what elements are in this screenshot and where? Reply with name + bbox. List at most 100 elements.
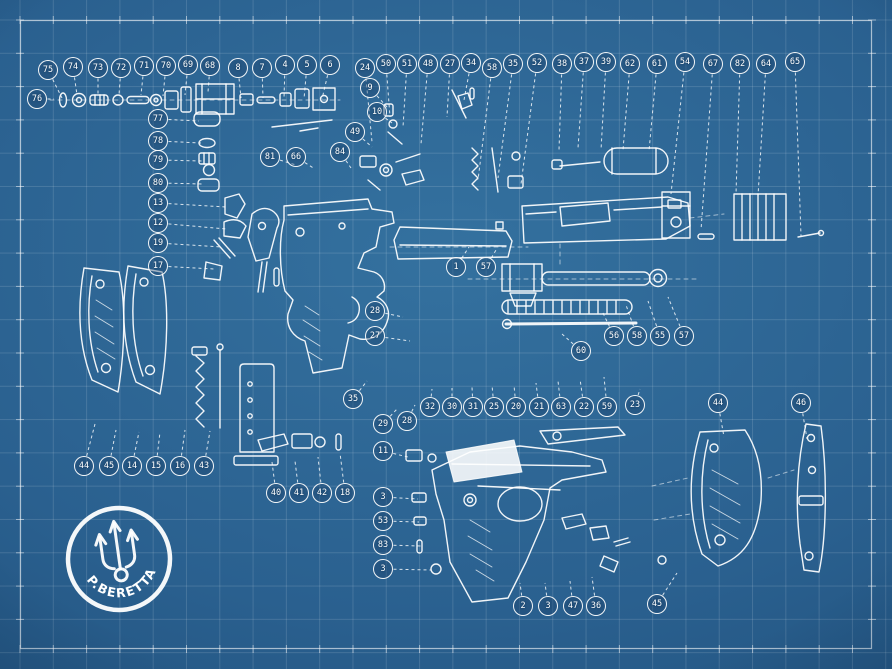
callout-30: 30 xyxy=(442,397,462,417)
callout-48: 48 xyxy=(418,54,438,74)
callout-39: 39 xyxy=(596,52,616,72)
firing-pin-group xyxy=(551,147,669,175)
callout-45: 45 xyxy=(99,456,119,476)
callout-35: 35 xyxy=(503,54,523,74)
callout-62: 62 xyxy=(620,54,640,74)
callout-72: 72 xyxy=(111,58,131,78)
callout-5: 5 xyxy=(297,55,317,75)
callout-28: 28 xyxy=(397,411,417,431)
callout-18: 18 xyxy=(335,483,355,503)
callout-59: 59 xyxy=(597,397,617,417)
callout-13: 13 xyxy=(148,193,168,213)
callout-71: 71 xyxy=(134,56,154,76)
callout-1: 1 xyxy=(446,257,466,277)
callout-52: 52 xyxy=(527,53,547,73)
callout-83: 83 xyxy=(373,535,393,555)
callout-16: 16 xyxy=(170,456,190,476)
logo-ring xyxy=(65,505,173,613)
callout-68: 68 xyxy=(200,56,220,76)
callout-35: 35 xyxy=(343,389,363,409)
slide-center xyxy=(389,221,529,260)
left-column-parts xyxy=(193,111,247,281)
callout-73: 73 xyxy=(88,58,108,78)
callout-49: 49 xyxy=(345,122,365,142)
callout-66: 66 xyxy=(286,147,306,167)
callout-37: 37 xyxy=(574,52,594,72)
callout-64: 64 xyxy=(756,54,776,74)
extractor-group xyxy=(451,87,524,193)
callout-34: 34 xyxy=(461,53,481,73)
callout-77: 77 xyxy=(148,109,168,129)
callout-44: 44 xyxy=(708,393,728,413)
hammer-group xyxy=(247,207,280,293)
callout-63: 63 xyxy=(551,397,571,417)
callout-50: 50 xyxy=(376,54,396,74)
callout-84: 84 xyxy=(330,142,350,162)
callout-4: 4 xyxy=(275,55,295,75)
callout-19: 19 xyxy=(148,233,168,253)
lower-frame-group xyxy=(431,426,667,603)
takedown-parts-row xyxy=(49,83,341,132)
callout-14: 14 xyxy=(122,456,142,476)
barrel-group xyxy=(467,263,701,307)
callout-3: 3 xyxy=(373,487,393,507)
recoil-spring-group xyxy=(501,299,638,330)
callout-31: 31 xyxy=(463,397,483,417)
callout-28: 28 xyxy=(365,301,385,321)
callout-65: 65 xyxy=(785,52,805,72)
callout-42: 42 xyxy=(312,483,332,503)
callout-58: 58 xyxy=(482,58,502,78)
callout-45: 45 xyxy=(647,594,667,614)
trident-icon xyxy=(94,519,139,583)
callout-27: 27 xyxy=(365,326,385,346)
callout-15: 15 xyxy=(146,456,166,476)
callout-43: 43 xyxy=(194,456,214,476)
callout-20: 20 xyxy=(506,397,526,417)
callout-38: 38 xyxy=(552,54,572,74)
callout-58: 58 xyxy=(627,326,647,346)
callout-40: 40 xyxy=(266,483,286,503)
grip-right xyxy=(651,429,795,567)
callout-75: 75 xyxy=(38,60,58,80)
callout-41: 41 xyxy=(289,483,309,503)
side-plate-right xyxy=(796,423,827,573)
callout-61: 61 xyxy=(647,54,667,74)
callout-60: 60 xyxy=(571,341,591,361)
callout-32: 32 xyxy=(420,397,440,417)
sear-housing-right xyxy=(661,191,825,241)
callout-9: 9 xyxy=(360,78,380,98)
callout-57: 57 xyxy=(476,257,496,277)
callout-57: 57 xyxy=(674,326,694,346)
callout-81: 81 xyxy=(260,147,280,167)
callout-46: 46 xyxy=(791,393,811,413)
callout-67: 67 xyxy=(703,54,723,74)
callout-78: 78 xyxy=(148,131,168,151)
callout-2: 2 xyxy=(513,596,533,616)
callout-17: 17 xyxy=(148,256,168,276)
callout-54: 54 xyxy=(675,52,695,72)
callout-53: 53 xyxy=(373,511,393,531)
beretta-logo: P.BERETTA xyxy=(50,490,188,628)
callout-21: 21 xyxy=(529,397,549,417)
callout-36: 36 xyxy=(586,596,606,616)
small-parts-column-left xyxy=(405,449,442,575)
callout-3: 3 xyxy=(373,559,393,579)
callout-76: 76 xyxy=(27,89,47,109)
callout-80: 80 xyxy=(148,173,168,193)
callout-56: 56 xyxy=(604,326,624,346)
callout-44: 44 xyxy=(74,456,94,476)
magazine-group xyxy=(191,343,342,466)
callout-10: 10 xyxy=(367,102,387,122)
grip-panels-left xyxy=(79,265,168,395)
callout-23: 23 xyxy=(625,395,645,415)
callout-47: 47 xyxy=(563,596,583,616)
callout-74: 74 xyxy=(63,57,83,77)
callout-69: 69 xyxy=(178,55,198,75)
callout-24: 24 xyxy=(355,58,375,78)
callout-29: 29 xyxy=(373,414,393,434)
